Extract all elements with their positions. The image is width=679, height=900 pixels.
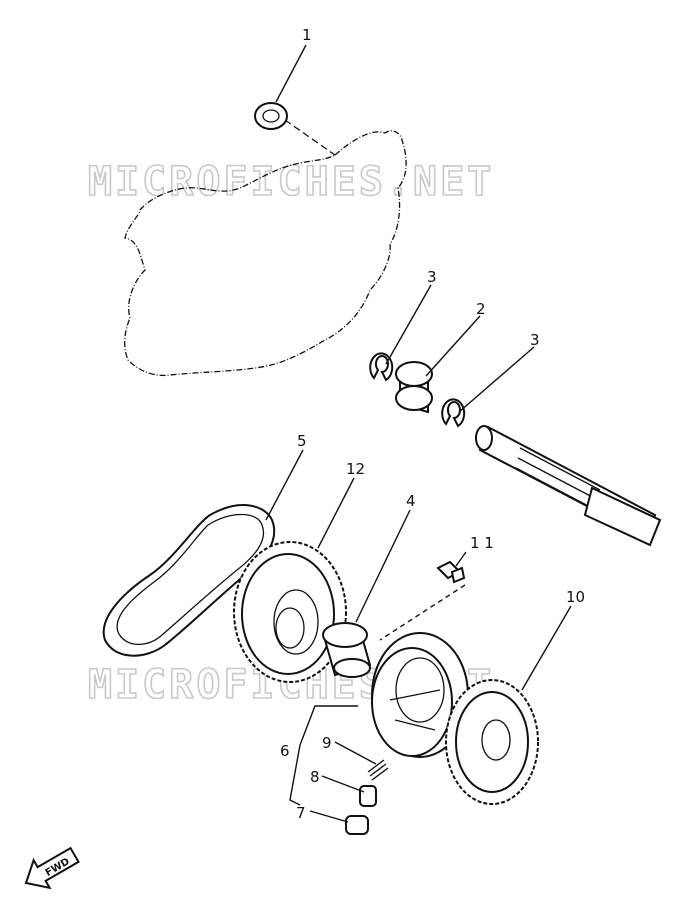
leader-2 [425,315,481,377]
bolt [436,560,466,584]
part-label-12: 12 [346,460,365,478]
timing-chain [102,504,276,657]
part-label-7: 7 [296,804,306,822]
part-label-10: 10 [566,588,585,606]
part-label-8: 8 [310,768,320,786]
roller [345,815,369,835]
cover-dash-line [284,119,336,156]
spring [367,759,389,781]
part-label-9: 9 [322,734,332,752]
leader-12 [317,477,355,549]
leader-1 [275,44,307,103]
leader-9 [334,741,377,765]
part-label-3-upper: 3 [427,268,437,286]
part-label-11: 1 1 [470,534,494,552]
part-label-1: 1 [302,26,312,44]
leader-11 [455,551,467,567]
leader-3a [385,284,432,365]
bush [322,622,372,678]
plunger [359,785,377,807]
forward-arrow-icon: FWD [24,846,80,890]
sprocket-large [233,541,347,683]
part-label-2: 2 [476,300,486,318]
watermark-top: MICROFICHES.NET [88,159,494,205]
bracket-6 [289,705,358,806]
starter-clutch [371,632,469,758]
leader-8 [321,775,365,793]
part-label-5: 5 [297,432,307,450]
circlip-right [441,398,466,428]
leader-7 [309,810,349,823]
part-label-6: 6 [280,742,290,760]
leader-11-dash [379,584,466,641]
oil-seal [254,102,288,130]
part-label-4: 4 [406,492,416,510]
starter-driven-gear [445,679,539,805]
circlip-left [369,352,394,382]
leader-3b [458,346,535,413]
leader-4 [355,509,411,623]
chain-inner [116,513,265,646]
crankshaft [475,425,662,547]
collar [395,361,433,414]
leader-10 [521,605,572,691]
crankcase-cover-outline [124,130,407,377]
part-label-3-lower: 3 [530,331,540,349]
leader-5 [265,449,304,521]
